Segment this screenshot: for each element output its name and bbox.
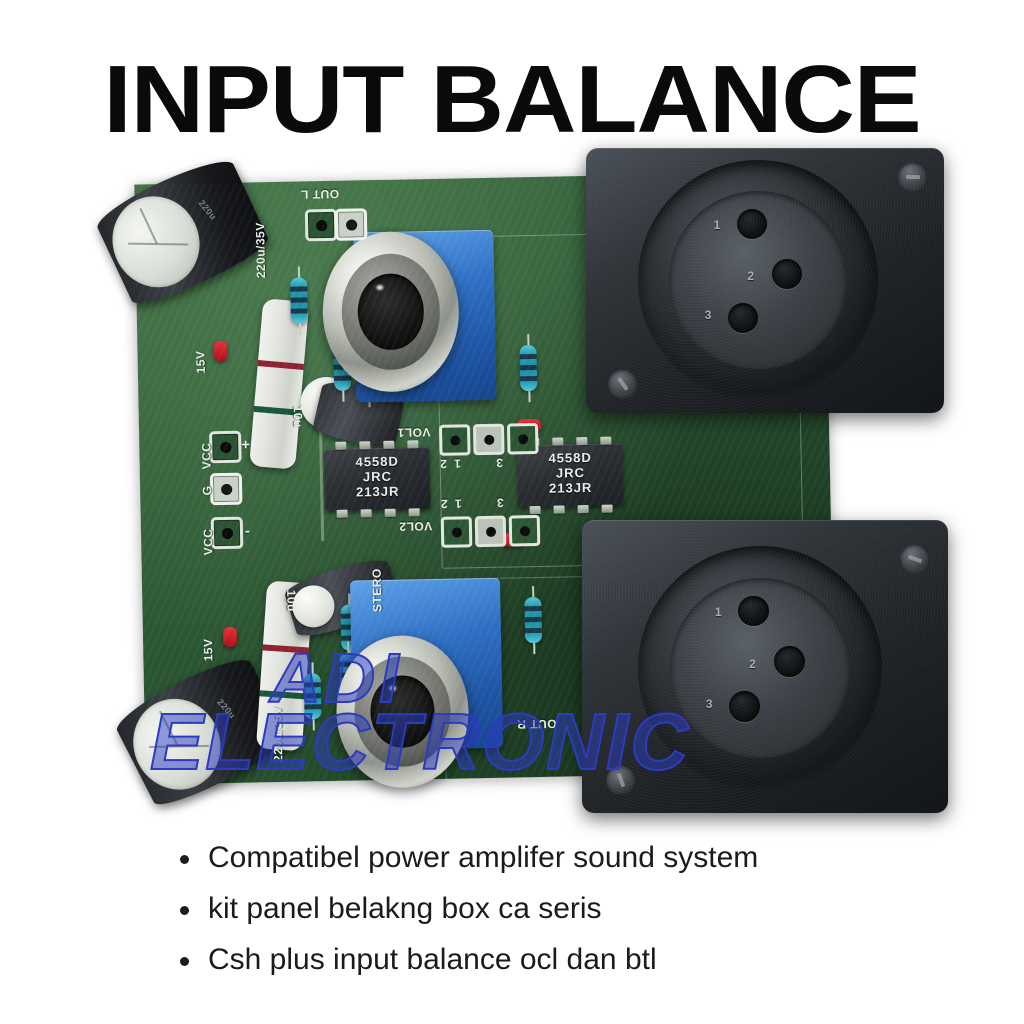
silk-10u-bottom: 10u (284, 589, 299, 613)
pad-out-l-1[interactable] (304, 208, 338, 242)
screw-icon (608, 369, 638, 399)
silk-vol1-pin2: 2 (439, 456, 448, 471)
xlr-pin-label-2: 2 (749, 657, 756, 672)
pad-vcc-minus[interactable] (210, 516, 244, 550)
silk-vol1: VOL1 (396, 425, 431, 440)
pad-vcc-plus[interactable] (209, 430, 242, 464)
product-photo: 220u 220u (91, 148, 948, 814)
xlr-pin-3 (727, 303, 758, 334)
xlr-pin-2 (774, 646, 806, 677)
silk-vol2: VOL2 (398, 519, 433, 534)
xlr-pin-3 (729, 691, 760, 723)
feature-list: Compatibel power amplifer sound system k… (128, 832, 1024, 985)
diode-reg-top (213, 340, 228, 362)
header-vol1[interactable] (438, 422, 539, 456)
resistor (524, 586, 543, 655)
silk-out-r: OUT R (516, 716, 557, 732)
header-vol2[interactable] (440, 514, 541, 548)
silk-stereo: STERO (369, 568, 385, 613)
silk-15v-top: 15V (193, 350, 208, 374)
silk-vol2-pin2: 2 (440, 496, 448, 511)
silk-vol2-pin3: 3 (496, 495, 504, 510)
xlr-pin-label-3: 3 (705, 696, 713, 711)
pad-out-l-2[interactable] (334, 208, 368, 241)
xlr-connector-bottom[interactable]: 1 2 3 (582, 520, 948, 813)
silk-220u-bottom: 220u/35V (270, 705, 286, 763)
screw-icon (900, 544, 930, 574)
screw-icon (898, 162, 928, 192)
silk-vol1-pin3: 3 (495, 455, 504, 470)
xlr-pin-1 (736, 208, 767, 240)
pcb-trace (318, 421, 325, 542)
list-item: kit panel belakng box ca seris (168, 883, 1024, 934)
ic2-line3: 213JR (548, 479, 593, 496)
diode-reg-bottom (222, 626, 238, 648)
xlr-pin-2 (772, 258, 803, 289)
silk-vol1-pin1: 1 (453, 456, 462, 471)
pad-ground[interactable] (209, 472, 243, 506)
resistor (303, 662, 322, 731)
xlr-pin-label-3: 3 (704, 308, 712, 323)
silk-10u-top: 10u (290, 405, 305, 428)
xlr-pin-label-2: 2 (747, 269, 755, 284)
silk-vcc-plus: VCC (199, 442, 214, 470)
silk-220u-top: 220u/35V (253, 222, 269, 279)
silk-15v-bottom: 15V (201, 638, 216, 662)
silk-ground: G (200, 485, 215, 496)
electrolytic-capacitor-top: 220u (91, 151, 274, 313)
opamp-ic-1: 4558D JRC 213JR (324, 440, 431, 518)
silk-vcc-minus-sign: - (244, 522, 251, 540)
xlr-pin-label-1: 1 (714, 604, 722, 619)
xlr-pin-label-1: 1 (713, 217, 721, 232)
xlr-pin-1 (738, 595, 769, 627)
resistor (519, 334, 538, 403)
xlr-connector-top[interactable]: 1 2 3 (586, 148, 944, 413)
silk-vcc-plus-sign: + (241, 436, 251, 454)
silk-vol2-pin1: 1 (454, 496, 462, 511)
silk-out-l: OUT L (300, 186, 340, 202)
silk-vcc-minus: VCC (200, 528, 216, 556)
list-item: Csh plus input balance ocl dan btl (168, 934, 1024, 985)
ic1-line3: 213JR (355, 483, 400, 500)
screw-icon (606, 765, 636, 795)
list-item: Compatibel power amplifer sound system (168, 832, 1024, 883)
resistor (290, 266, 308, 335)
page-title: INPUT BALANCE (103, 46, 921, 153)
